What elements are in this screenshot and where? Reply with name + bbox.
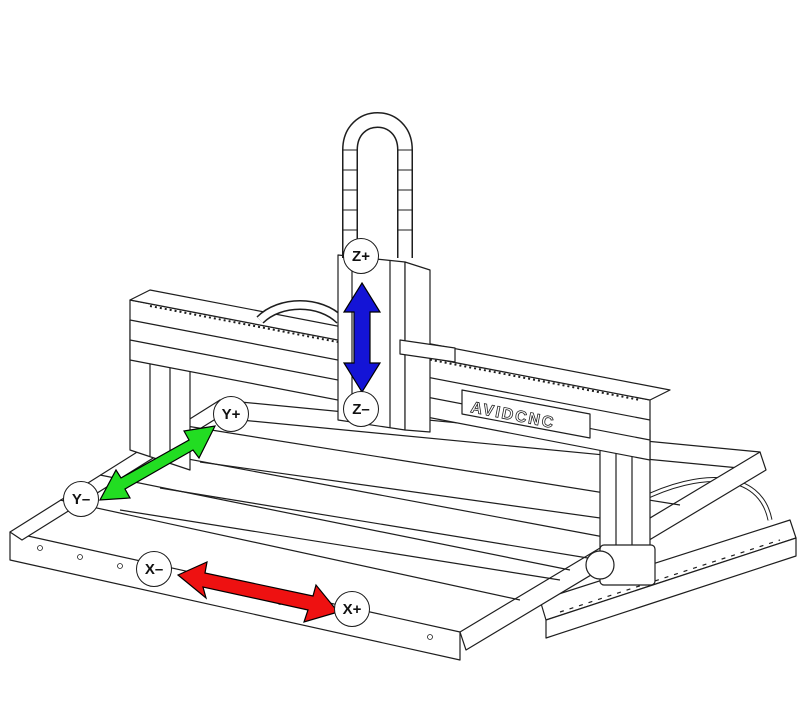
gantry-cable-chain <box>256 300 344 324</box>
z-plus-label: Z+ <box>343 238 379 274</box>
z-cable-chain <box>342 112 413 258</box>
x-plus-label: X+ <box>334 591 370 627</box>
z-minus-label: Z– <box>343 391 379 427</box>
stepper-motor <box>585 544 656 586</box>
y-plus-label: Y+ <box>213 396 249 432</box>
y-minus-label: Y– <box>63 481 99 517</box>
base-frame <box>9 399 767 661</box>
x-minus-label: X– <box>136 551 172 587</box>
y-axis-arrow <box>98 425 217 501</box>
